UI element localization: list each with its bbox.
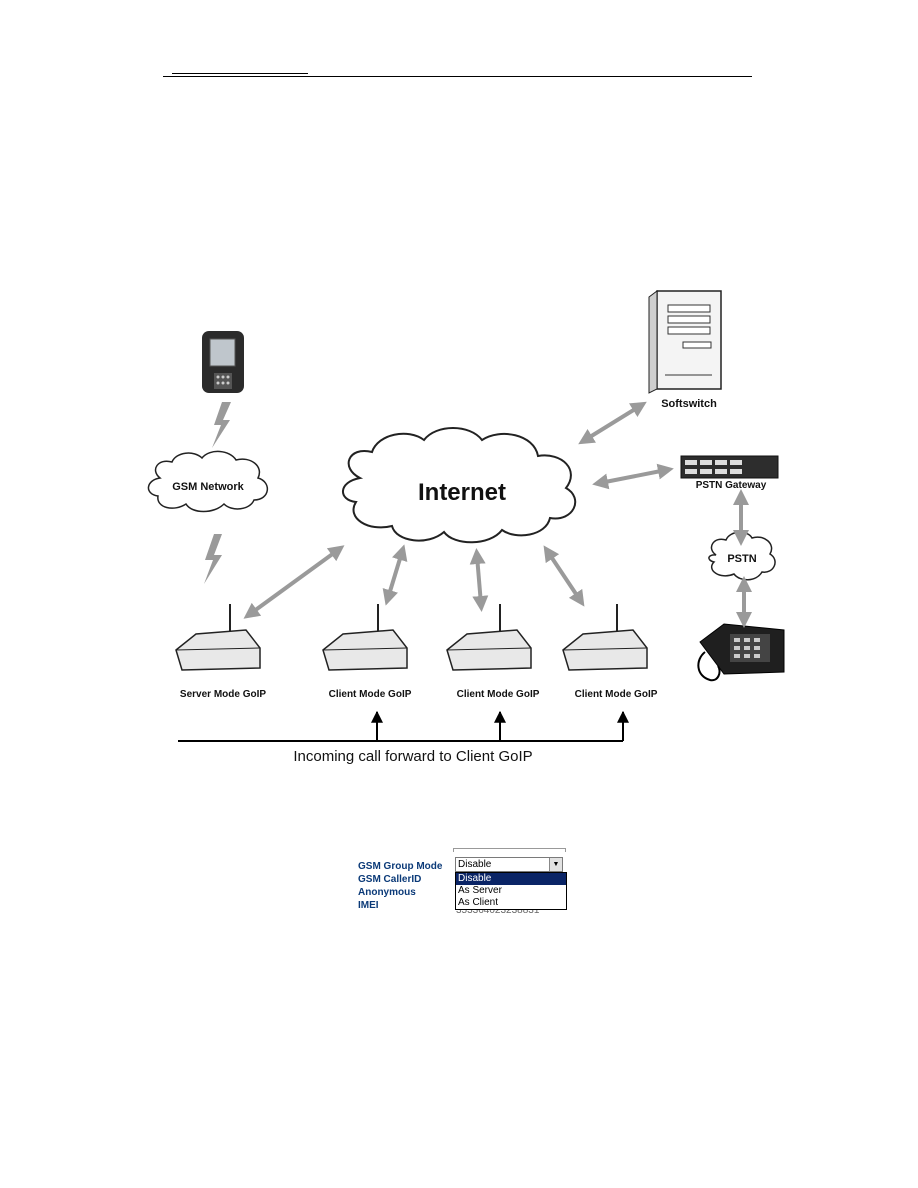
chevron-down-icon[interactable]: ▼ <box>549 858 562 871</box>
imei-field: 353364023238831 <box>456 910 564 916</box>
anonymous-label: Anonymous <box>358 887 416 898</box>
goip-device-icon <box>446 604 532 671</box>
device-label: Client Mode GoIP <box>329 689 412 700</box>
option-as-client[interactable]: As Client <box>458 897 499 908</box>
settings-labels: GSM Group Mode GSM CallerID Anonymous IM… <box>358 860 442 912</box>
softswitch-label: Softswitch <box>661 398 717 410</box>
gsm-group-mode-label: GSM Group Mode <box>358 861 443 872</box>
pstn-gateway-label: PSTN Gateway <box>696 480 767 491</box>
option-as-server[interactable]: As Server <box>458 885 502 896</box>
imei-value: 353364023238831 <box>456 910 540 916</box>
header-rule <box>163 76 752 77</box>
gsm-group-mode-select[interactable]: Disable ▼ <box>455 857 563 872</box>
wireless-signal-icon <box>204 534 222 584</box>
gsm-settings-panel: GSM Group Mode GSM CallerID Anonymous IM… <box>350 848 567 918</box>
header-rule-short <box>172 73 308 74</box>
selected-value: Disable <box>458 859 492 870</box>
device-label: Server Mode GoIP <box>180 689 266 700</box>
call-forward-lines <box>178 710 629 742</box>
goip-device-icon <box>175 604 261 671</box>
device-label: Client Mode GoIP <box>575 689 658 700</box>
gsm-network-label: GSM Network <box>172 481 244 493</box>
frame-border <box>565 848 566 852</box>
mobile-phone-icon <box>202 331 244 393</box>
pstn-label: PSTN <box>727 553 756 565</box>
group-mode-dropdown: Disable As Server As Client <box>455 872 567 910</box>
pstn-cloud: PSTN <box>708 531 776 581</box>
pstn-gateway-icon: PSTN Gateway <box>680 455 779 491</box>
device-label: Client Mode GoIP <box>457 689 540 700</box>
gsm-network-cloud: GSM Network <box>147 450 268 513</box>
frame-border <box>454 848 566 849</box>
network-diagram: GSM Network Internet Softswitch PSTN Gat… <box>147 290 785 765</box>
option-disable[interactable]: Disable <box>456 873 566 885</box>
telephone-icon <box>697 623 785 682</box>
call-forward-label: Incoming call forward to Client GoIP <box>293 748 532 765</box>
internet-cloud: Internet <box>342 427 577 544</box>
gsm-callerid-label: GSM CallerID <box>358 874 422 885</box>
softswitch-server-icon: Softswitch <box>648 290 722 410</box>
goip-device-icon <box>322 604 408 671</box>
connection-arrows <box>243 401 752 628</box>
internet-label: Internet <box>418 479 506 506</box>
wireless-signal-icon <box>212 402 231 448</box>
imei-label: IMEI <box>358 900 379 911</box>
frame-border <box>453 848 454 852</box>
goip-device-icon <box>562 604 648 671</box>
